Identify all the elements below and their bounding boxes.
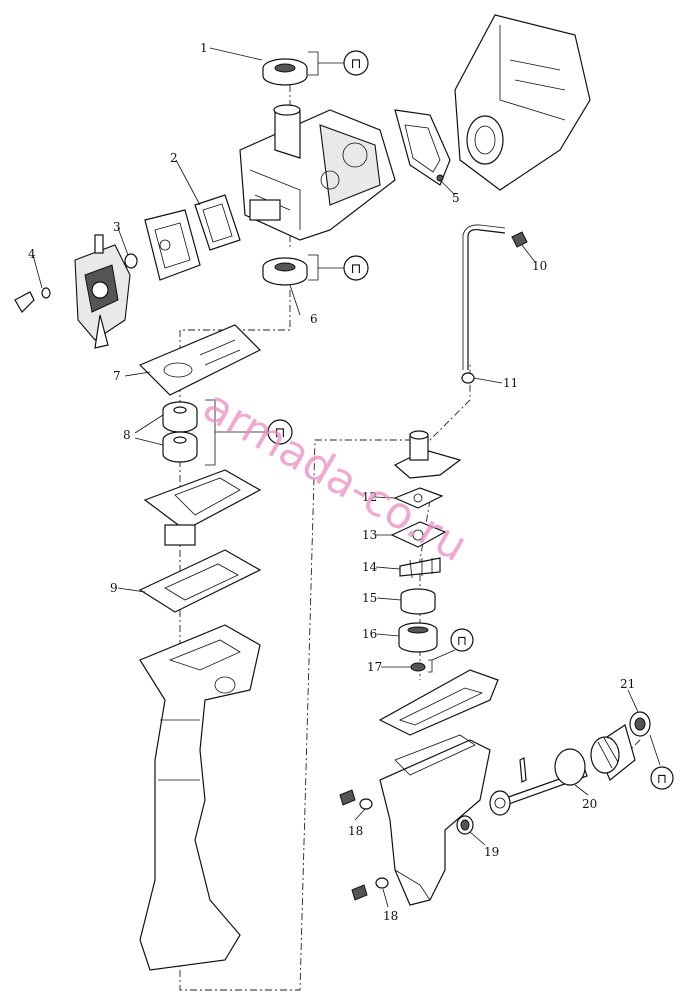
- oil-seal-upper: [262, 58, 308, 86]
- pump-base-16: [398, 622, 438, 653]
- gear-case: [379, 734, 491, 906]
- impeller-liner-15: [400, 588, 436, 615]
- bolt-18a: [339, 789, 373, 810]
- adapter-plate: [143, 469, 262, 546]
- sealant-icon: ⊓: [657, 772, 667, 787]
- oil-seal-lower: [262, 257, 308, 286]
- o-ring-20: [554, 748, 586, 786]
- seal-8b: [162, 431, 198, 463]
- bearing-19: [456, 815, 474, 835]
- grommet-11: [461, 372, 475, 384]
- callout-6: 6: [310, 312, 318, 326]
- water-pump-housing: [393, 430, 462, 479]
- grease-icon: ⊓: [275, 425, 286, 441]
- gearcase-gasket: [378, 669, 499, 736]
- callout-11: 11: [503, 376, 518, 390]
- callout-3: 3: [113, 220, 121, 234]
- cylinder-block: [239, 104, 396, 241]
- seal-17: [410, 662, 426, 672]
- crankcase-cover: [454, 14, 591, 191]
- callout-8: 8: [123, 428, 131, 442]
- carburetor: [74, 234, 131, 349]
- callout-15: 15: [362, 591, 377, 605]
- intake-manifold: [144, 209, 201, 281]
- callout-17: 17: [367, 660, 382, 674]
- callout-14: 14: [362, 560, 378, 574]
- impeller-14: [399, 557, 441, 579]
- grease-icon: ⊓: [457, 634, 467, 649]
- pump-plate-12: [393, 487, 444, 509]
- grease-symbol-17: ⊓: [428, 628, 474, 673]
- grease-symbol-8: ⊓: [205, 399, 293, 466]
- callout-1: 1: [200, 41, 208, 55]
- o-ring-3: [124, 253, 138, 269]
- grease-symbol-6: ⊓: [308, 254, 369, 281]
- callout-4: 4: [28, 247, 36, 261]
- callout-numbers: 1 2 3 4 5 6 7 8 9 10 11 12 13 14 15 16 1…: [28, 41, 635, 923]
- leader-lines: [32, 47, 639, 908]
- grease-icon: ⊓: [351, 56, 362, 72]
- base-gasket-7: [138, 324, 262, 396]
- callout-9: 9: [110, 581, 118, 595]
- callout-18b: 18: [383, 909, 398, 923]
- fuel-fitting: [14, 287, 51, 313]
- bearing-carrier: [590, 724, 636, 781]
- callout-12: 12: [362, 490, 377, 504]
- pump-gasket-13: [390, 521, 447, 548]
- callout-2: 2: [170, 151, 178, 165]
- callout-20: 20: [582, 797, 597, 811]
- callout-5: 5: [452, 191, 460, 205]
- water-tube: [462, 224, 506, 370]
- callout-10: 10: [532, 259, 547, 273]
- grease-icon: ⊓: [351, 261, 362, 277]
- callout-18a: 18: [348, 824, 363, 838]
- grease-symbol-1: ⊓: [308, 50, 369, 76]
- seal-21: [629, 711, 651, 737]
- sealant-symbol-21: ⊓: [649, 734, 674, 790]
- callout-13: 13: [362, 528, 377, 542]
- bolt-18b: [351, 877, 389, 901]
- gasket-9: [138, 549, 262, 613]
- callout-16: 16: [362, 627, 377, 641]
- hose-clip-10: [511, 231, 528, 248]
- callout-19: 19: [484, 845, 499, 859]
- callout-21: 21: [620, 677, 635, 691]
- drive-shaft-housing: [139, 624, 261, 971]
- intake-gasket: [194, 194, 241, 251]
- cover-gasket-5: [394, 109, 451, 186]
- seal-8a: [162, 401, 198, 433]
- callout-7: 7: [113, 369, 121, 383]
